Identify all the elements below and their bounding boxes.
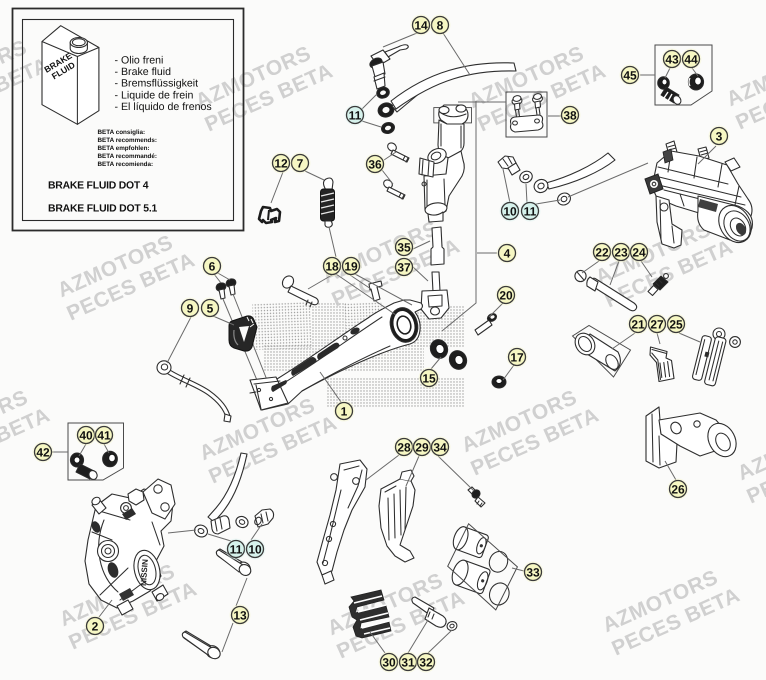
svg-text:41: 41 bbox=[97, 428, 111, 442]
svg-text:1: 1 bbox=[341, 404, 348, 418]
svg-text:27: 27 bbox=[650, 317, 664, 331]
svg-text:38: 38 bbox=[563, 108, 577, 122]
svg-text:- Brake fluid: - Brake fluid bbox=[115, 66, 172, 78]
svg-text:14: 14 bbox=[414, 18, 428, 32]
svg-text:37: 37 bbox=[397, 260, 411, 274]
svg-text:12: 12 bbox=[274, 156, 288, 170]
svg-text:- Liquide de frein: - Liquide de frein bbox=[115, 89, 194, 101]
svg-text:13: 13 bbox=[233, 608, 247, 622]
svg-text:25: 25 bbox=[669, 317, 683, 331]
svg-text:15: 15 bbox=[422, 371, 436, 385]
svg-text:- Bremsflüssigkeit: - Bremsflüssigkeit bbox=[115, 78, 199, 90]
svg-text:NISSIN: NISSIN bbox=[139, 559, 150, 586]
svg-text:26: 26 bbox=[671, 482, 685, 496]
svg-text:BETA recomienda:: BETA recomienda: bbox=[98, 161, 154, 168]
svg-text:6: 6 bbox=[209, 259, 216, 273]
svg-text:19: 19 bbox=[344, 259, 358, 273]
svg-text:36: 36 bbox=[368, 157, 382, 171]
svg-text:BETA recommends:: BETA recommends: bbox=[98, 137, 157, 144]
svg-text:24: 24 bbox=[632, 245, 646, 259]
svg-text:32: 32 bbox=[419, 655, 433, 669]
svg-text:11: 11 bbox=[349, 108, 362, 122]
svg-text:31: 31 bbox=[401, 655, 415, 669]
svg-text:10: 10 bbox=[248, 542, 262, 556]
svg-text:45: 45 bbox=[623, 68, 637, 82]
svg-text:7: 7 bbox=[297, 156, 304, 170]
svg-text:10: 10 bbox=[503, 204, 517, 218]
svg-text:BETA consiglia:: BETA consiglia: bbox=[98, 129, 146, 136]
svg-text:34: 34 bbox=[433, 440, 447, 454]
svg-text:BRAKE FLUID DOT 4: BRAKE FLUID DOT 4 bbox=[48, 181, 149, 192]
svg-text:BETA recommandé:: BETA recommandé: bbox=[98, 153, 157, 160]
svg-text:20: 20 bbox=[499, 288, 513, 302]
svg-text:40: 40 bbox=[79, 428, 93, 442]
svg-text:BRAKE FLUID DOT 5.1: BRAKE FLUID DOT 5.1 bbox=[48, 204, 158, 215]
svg-text:35: 35 bbox=[397, 240, 411, 254]
svg-text:11: 11 bbox=[230, 542, 243, 556]
svg-text:21: 21 bbox=[631, 317, 645, 331]
svg-text:33: 33 bbox=[526, 565, 540, 579]
svg-text:42: 42 bbox=[36, 445, 50, 459]
svg-text:5: 5 bbox=[207, 301, 214, 315]
svg-text:17: 17 bbox=[510, 350, 524, 364]
svg-text:18: 18 bbox=[325, 259, 339, 273]
svg-text:11: 11 bbox=[524, 204, 537, 218]
svg-text:22: 22 bbox=[595, 245, 609, 259]
svg-text:30: 30 bbox=[382, 655, 396, 669]
svg-text:4: 4 bbox=[504, 246, 511, 260]
svg-text:23: 23 bbox=[614, 245, 628, 259]
svg-text:2: 2 bbox=[92, 619, 99, 633]
svg-text:9: 9 bbox=[187, 301, 194, 315]
svg-text:- Olio freni: - Olio freni bbox=[115, 55, 164, 67]
svg-text:44: 44 bbox=[684, 52, 698, 66]
svg-text:BETA empfohlen:: BETA empfohlen: bbox=[98, 145, 150, 152]
svg-text:28: 28 bbox=[397, 440, 411, 454]
svg-text:- El líquido de frenos: - El líquido de frenos bbox=[115, 101, 212, 113]
svg-text:3: 3 bbox=[716, 129, 723, 143]
svg-text:8: 8 bbox=[437, 18, 444, 32]
svg-text:29: 29 bbox=[415, 440, 429, 454]
svg-text:43: 43 bbox=[665, 52, 679, 66]
